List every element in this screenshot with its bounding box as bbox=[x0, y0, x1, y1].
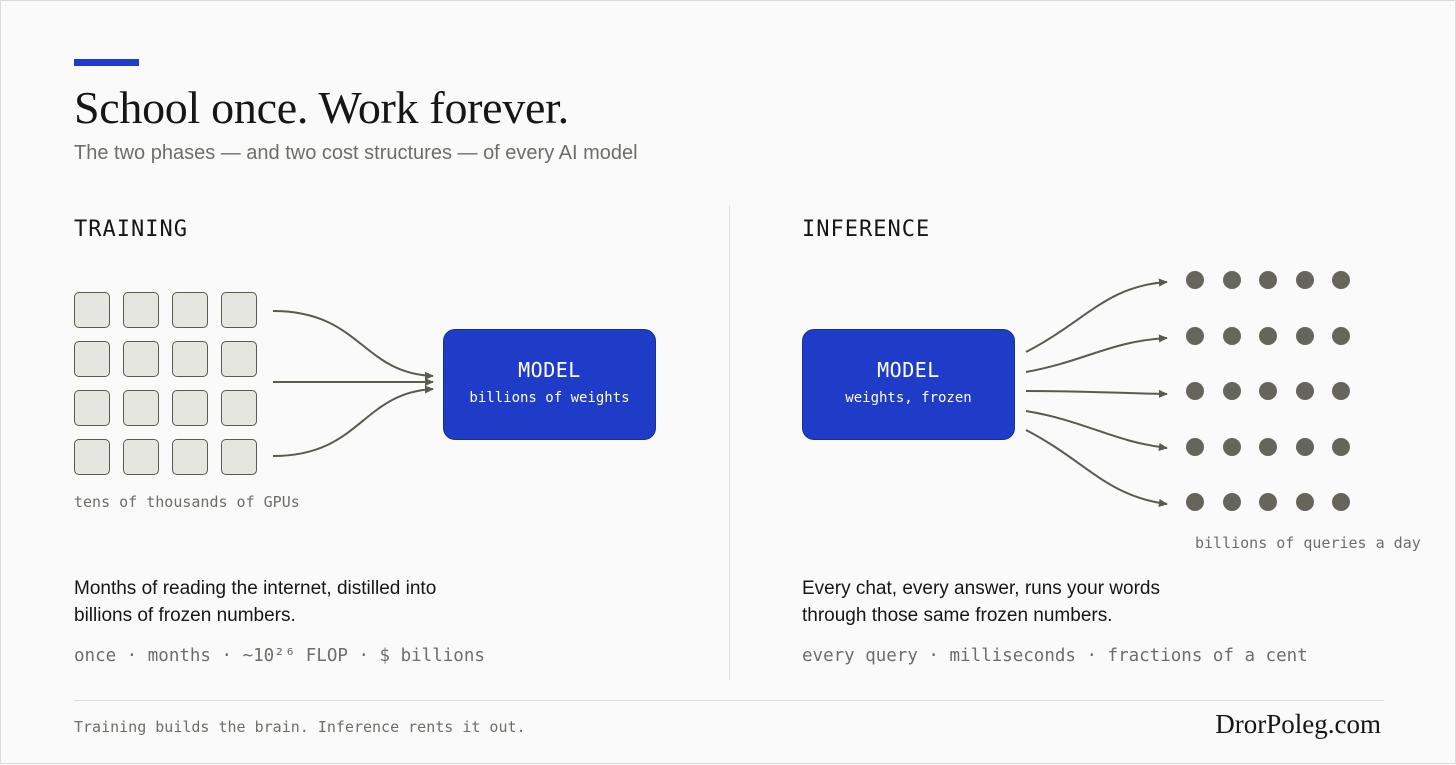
gpu-caption: tens of thousands of GPUs bbox=[74, 493, 300, 511]
inference-arrow-2 bbox=[1025, 334, 1168, 373]
training-stats: once · months · ~10²⁶ FLOP · $ billions bbox=[74, 646, 485, 666]
query-dot bbox=[1186, 382, 1204, 400]
training-model-box: MODEL billions of weights bbox=[443, 329, 656, 440]
query-dot bbox=[1259, 271, 1277, 289]
training-model-title: MODEL bbox=[518, 358, 581, 382]
gpu-chip-icon bbox=[221, 390, 257, 426]
inference-model-subtitle: weights, frozen bbox=[845, 390, 972, 406]
training-model-subtitle: billions of weights bbox=[469, 390, 630, 406]
gpu-chip-icon bbox=[172, 390, 208, 426]
query-dot bbox=[1295, 382, 1314, 400]
gpu-chip-icon bbox=[74, 341, 110, 377]
query-dot bbox=[1332, 493, 1350, 511]
inference-description: Every chat, every answer, runs your word… bbox=[802, 578, 1160, 626]
inference-arrow-5 bbox=[1025, 429, 1168, 507]
gpu-chip-icon bbox=[172, 439, 208, 475]
training-arrow-bottom bbox=[272, 385, 434, 457]
query-dot bbox=[1259, 493, 1277, 511]
gpu-chip-icon bbox=[221, 341, 257, 377]
query-dot bbox=[1259, 437, 1277, 456]
query-dot bbox=[1295, 437, 1314, 456]
query-caption: billions of queries a day bbox=[1195, 534, 1421, 552]
gpu-chip-icon bbox=[123, 292, 159, 328]
inference-stats: every query · milliseconds · fractions o… bbox=[802, 646, 1308, 666]
gpu-chip-icon bbox=[74, 292, 110, 328]
query-dot bbox=[1186, 326, 1204, 345]
query-dot bbox=[1332, 271, 1350, 289]
gpu-chip-icon bbox=[74, 439, 110, 475]
query-dot bbox=[1332, 437, 1350, 456]
brand-logo[interactable]: DrorPoleg.com bbox=[1215, 709, 1381, 739]
query-dot bbox=[1186, 437, 1204, 456]
footer-divider bbox=[74, 700, 1384, 701]
training-description: Months of reading the internet, distille… bbox=[74, 578, 437, 626]
query-dot bbox=[1332, 326, 1350, 345]
query-dot bbox=[1295, 326, 1314, 345]
gpu-chip-icon bbox=[221, 439, 257, 475]
query-dot bbox=[1222, 493, 1241, 511]
query-dot bbox=[1295, 493, 1314, 511]
query-dot bbox=[1222, 437, 1241, 456]
inference-heading: INFERENCE bbox=[802, 217, 931, 242]
query-dot bbox=[1295, 271, 1314, 289]
inference-arrow-4 bbox=[1025, 410, 1168, 452]
query-dot bbox=[1186, 493, 1204, 511]
accent-bar bbox=[74, 59, 139, 66]
query-dot bbox=[1222, 326, 1241, 345]
query-dot bbox=[1259, 382, 1277, 400]
query-dot bbox=[1259, 326, 1277, 345]
query-dot bbox=[1332, 382, 1350, 400]
query-dot bbox=[1222, 271, 1241, 289]
training-heading: TRAINING bbox=[74, 217, 188, 242]
inference-arrow-1 bbox=[1025, 278, 1168, 353]
page-subtitle: The two phases — and two cost structures… bbox=[74, 142, 638, 164]
inference-model-box: MODEL weights, frozen bbox=[802, 329, 1015, 440]
query-dot bbox=[1186, 271, 1204, 289]
inference-model-title: MODEL bbox=[877, 358, 940, 382]
gpu-chip-icon bbox=[123, 341, 159, 377]
gpu-chip-icon bbox=[74, 390, 110, 426]
footer-note: Training builds the brain. Inference ren… bbox=[74, 718, 526, 736]
gpu-chip-icon bbox=[221, 292, 257, 328]
gpu-chip-icon bbox=[123, 439, 159, 475]
gpu-chip-icon bbox=[123, 390, 159, 426]
training-arrow-top bbox=[272, 310, 434, 380]
page-title: School once. Work forever. bbox=[74, 82, 569, 133]
inference-arrow-3 bbox=[1025, 389, 1168, 398]
gpu-chip-icon bbox=[172, 341, 208, 377]
column-divider bbox=[729, 206, 730, 680]
query-dot bbox=[1222, 382, 1241, 400]
gpu-chip-icon bbox=[172, 292, 208, 328]
